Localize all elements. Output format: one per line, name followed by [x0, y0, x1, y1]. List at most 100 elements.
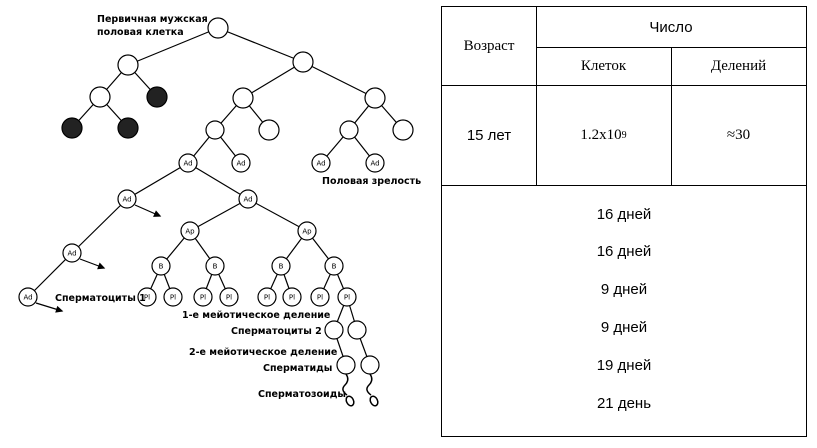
tree-edge — [217, 27, 304, 63]
cell-type-label: Pl — [344, 294, 350, 302]
cell-node — [232, 87, 254, 109]
cell-node — [364, 87, 386, 109]
cell-type-label: Ad — [122, 196, 131, 204]
cell-type-label: B — [213, 263, 218, 271]
cell-type-label: B — [332, 263, 337, 271]
cell-node — [392, 119, 414, 141]
meiosis2-label: 2-е мейотическое деление — [189, 347, 337, 358]
spermatozoa-icons — [342, 373, 379, 407]
cell-type-label: B — [159, 263, 164, 271]
stage-duration-6: 21 день — [596, 395, 652, 412]
sperm-head — [345, 395, 355, 407]
cell-node — [207, 17, 229, 39]
sperm-tail — [342, 373, 349, 396]
cell-node — [178, 153, 198, 173]
cell-type-label: Pl — [144, 294, 150, 302]
spermatocytes1-label: Сперматоциты 1 — [55, 293, 146, 304]
cell-node — [205, 256, 225, 276]
tree-edge — [187, 162, 249, 200]
cell-type-label: Pl — [226, 294, 232, 302]
cell-node — [117, 54, 139, 76]
age-value: 15 лет — [466, 126, 512, 144]
cell-node — [360, 355, 380, 375]
divisions-value: ≈30 — [726, 126, 751, 143]
spermatogenesis-table: Возраст Число Клеток Делений 15 лет 1.2x… — [441, 6, 807, 437]
cell-node — [151, 256, 171, 276]
cells-value-exponent: 9 — [621, 129, 627, 141]
header-cells: Клеток — [580, 57, 627, 74]
cell-node — [163, 287, 183, 307]
cell-node — [282, 287, 302, 307]
tree-edge — [242, 61, 304, 99]
cell-node — [231, 153, 251, 173]
cell-node — [137, 287, 157, 307]
stage-duration-5: 19 дней — [596, 357, 652, 374]
primary-cell-label-line1: Первичная мужская — [97, 14, 208, 25]
cell-type-label: Pl — [170, 294, 176, 302]
cell-type-label: Ad — [67, 250, 76, 258]
tree-edge — [27, 252, 73, 298]
tree-edge — [247, 198, 308, 232]
cell-type-label: Ad — [370, 160, 379, 168]
degenerated-cell-node — [117, 117, 139, 139]
spermatocytes2-label: Сперматоциты 2 — [231, 326, 322, 337]
tree-edge — [302, 61, 376, 99]
tree-edge — [127, 27, 219, 66]
tree-edge — [71, 198, 128, 254]
cell-node — [117, 189, 137, 209]
stage-duration-3: 9 дней — [600, 281, 648, 298]
spermatids-label: Сперматиды — [263, 363, 332, 374]
cell-node — [62, 243, 82, 263]
arrow-head — [97, 262, 106, 270]
arrow-head — [153, 210, 162, 217]
cell-node — [258, 119, 280, 141]
cell-type-label: Ad — [23, 294, 32, 302]
cell-node — [365, 153, 385, 173]
stage-duration-4: 9 дней — [600, 319, 648, 336]
primary-cell-label-line2: половая клетка — [97, 27, 184, 38]
cell-node — [310, 287, 330, 307]
cell-type-label: Ad — [183, 160, 192, 168]
cell-node — [257, 287, 277, 307]
cell-type-label: Pl — [289, 294, 295, 302]
degenerated-cell-node — [61, 117, 83, 139]
sperm-head — [369, 395, 379, 407]
cell-node — [347, 320, 367, 340]
cell-node — [205, 120, 225, 140]
cell-node — [180, 221, 200, 241]
header-age: Возраст — [463, 37, 515, 54]
cell-node — [219, 287, 239, 307]
cell-type-label: Pl — [200, 294, 206, 302]
cell-node — [336, 355, 356, 375]
header-number: Число — [649, 18, 693, 36]
cell-node — [271, 256, 291, 276]
arrow-head — [55, 305, 64, 313]
cell-node — [89, 86, 111, 108]
stage-duration-2: 16 дней — [596, 243, 652, 260]
cell-type-label: Pl — [264, 294, 270, 302]
cells-value-base: 1.2x10 — [580, 126, 622, 143]
cell-type-label: Ad — [243, 196, 252, 204]
cell-type-label: B — [279, 263, 284, 271]
cell-node — [339, 120, 359, 140]
arrows — [35, 204, 162, 313]
cell-type-label: Ap — [302, 228, 312, 236]
tree-edge — [126, 162, 189, 200]
cell-type-label: Pl — [317, 294, 323, 302]
degenerated-cell-node — [146, 86, 168, 108]
cell-node — [238, 189, 258, 209]
cell-node — [18, 287, 38, 307]
cell-type-label: Ad — [236, 160, 245, 168]
cell-node — [324, 256, 344, 276]
cell-node — [311, 153, 331, 173]
cell-node — [337, 287, 357, 307]
cell-node — [297, 221, 317, 241]
header-divisions: Делений — [710, 57, 767, 74]
cell-node — [193, 287, 213, 307]
tree-edge — [189, 198, 249, 232]
cell-node — [292, 51, 314, 73]
spermatozoa-label: Сперматозоиды — [258, 389, 346, 400]
